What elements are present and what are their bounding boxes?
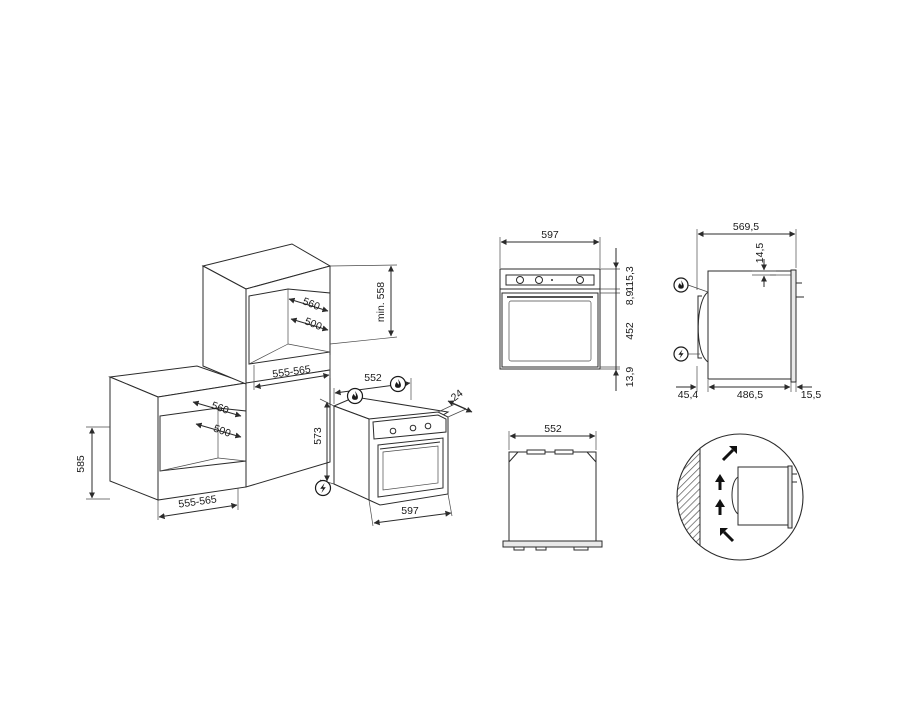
side-view-depth-label: 569,5: [733, 221, 759, 233]
oven-side-view: [676, 229, 812, 392]
oven-iso-knob-left: [389, 427, 397, 435]
oven-iso-height-label: 573: [312, 427, 324, 445]
low-cabinet-front: [109, 376, 159, 501]
wall-hatch: [677, 434, 700, 560]
oven-iso-knob-mid: [409, 424, 417, 432]
low-cabinet-side: [157, 382, 247, 501]
low-cabinet-height-label: 585: [75, 455, 87, 473]
vent-oven-body: [737, 466, 789, 526]
tall-cabinet-width-label: 555-565: [272, 363, 312, 380]
oven-isometric: [319, 378, 473, 527]
top-view-width-label: 552: [544, 423, 562, 435]
oven-iso-width-bottom-label: 597: [401, 505, 419, 517]
low-cabinet: [86, 365, 247, 520]
dimension-labels: 585 560 500 555-565 min. 558 560 500 555…: [75, 221, 821, 517]
lightning-icon: [673, 346, 689, 362]
front-view-dim-2: 8,9: [624, 291, 636, 306]
oven-iso-thickness-label: 24: [449, 387, 466, 404]
oven-top-outline: [508, 451, 597, 542]
oven-iso-knob-right: [424, 422, 432, 430]
front-view-width-label: 597: [541, 229, 559, 241]
oven-side-body: [707, 270, 792, 380]
side-view-top-offset-label: 14,5: [754, 243, 766, 264]
arrow-icon: [715, 499, 725, 515]
oven-top-view: [502, 431, 603, 551]
oven-front-view: [499, 237, 620, 391]
tall-cabinet-height-label: min. 558: [375, 282, 387, 322]
front-view-dim-1: 115,3: [624, 266, 636, 292]
front-knob-left: [516, 276, 524, 284]
oven-iso-side: [333, 405, 370, 501]
front-knob-right: [576, 276, 584, 284]
low-cabinet-depth-outer-label: 560: [210, 400, 231, 417]
oven-iso-width-top-label: 552: [364, 372, 382, 384]
arrow-icon: [721, 446, 737, 462]
oven-top-front-panel: [502, 540, 603, 548]
side-view-bottom-dim-1: 45,4: [678, 389, 699, 401]
flame-icon: [346, 387, 364, 405]
arrow-icon: [720, 528, 735, 543]
side-view-bottom-dim-2: 486,5: [737, 389, 763, 401]
flame-icon: [389, 375, 407, 393]
lightning-icon: [314, 479, 332, 497]
arrow-icon: [715, 474, 725, 490]
front-view-dim-3: 452: [624, 322, 636, 340]
oven-front-outline: [499, 268, 601, 370]
flame-icon: [673, 277, 689, 293]
low-cabinet-depth-inner-label: 500: [212, 423, 233, 440]
front-view-dim-4: 13,9: [624, 367, 636, 388]
vent-circle: [676, 433, 804, 561]
ventilation-detail: [676, 433, 804, 561]
front-knob-mid: [535, 276, 543, 284]
oven-iso-front: [368, 411, 449, 506]
tall-cabinet: [201, 243, 398, 488]
side-view-bottom-dim-3: 15,5: [801, 389, 822, 401]
low-cabinet-width-label: 555-565: [178, 493, 218, 510]
oven-side-front-panel: [790, 269, 797, 383]
